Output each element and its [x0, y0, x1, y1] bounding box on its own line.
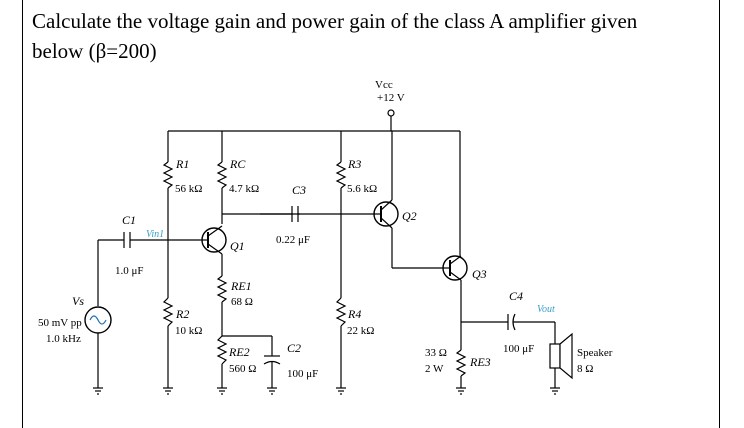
q3-label: Q3 — [472, 267, 487, 281]
capacitor-c4 — [507, 313, 556, 344]
rc-value: 4.7 kΩ — [229, 183, 259, 195]
vcc-label: Vcc — [375, 79, 393, 91]
rc-label: RC — [229, 157, 246, 171]
capacitor-c1 — [98, 232, 200, 248]
re3-label: RE3 — [469, 355, 491, 369]
r4-label: R4 — [347, 307, 361, 321]
r3-value: 5.6 kΩ — [347, 183, 377, 195]
c3-value: 0.22 μF — [276, 234, 310, 246]
voltage-source — [84, 240, 112, 388]
q1-label: Q1 — [230, 239, 245, 253]
ground-icon — [93, 387, 560, 395]
transistor-q3 — [442, 131, 468, 350]
question-line-1: Calculate the voltage gain and power gai… — [32, 9, 638, 33]
vin-label: Vin1 — [146, 229, 164, 240]
resistor-r2 — [162, 297, 174, 388]
resistor-rc — [216, 131, 228, 224]
c2-label: C2 — [287, 341, 301, 355]
vs-label: Vs — [72, 294, 84, 308]
vs-frequency: 1.0 kHz — [46, 333, 81, 345]
re3-value: 33 Ω — [425, 347, 447, 359]
question-text: Calculate the voltage gain and power gai… — [32, 6, 712, 66]
c1-label: C1 — [122, 213, 136, 227]
re2-value: 560 Ω — [229, 363, 256, 375]
question-line-2: below (β=200) — [32, 39, 157, 63]
transistor-q1 — [200, 225, 227, 255]
speaker-label: Speaker — [577, 347, 613, 359]
resistor-r3 — [335, 131, 347, 298]
re1-value: 68 Ω — [231, 296, 253, 308]
r1-value: 56 kΩ — [175, 183, 202, 195]
r2-value: 10 kΩ — [175, 325, 202, 337]
c2-value: 100 μF — [287, 368, 318, 380]
capacitor-c2 — [263, 336, 281, 388]
vcc-terminal — [387, 109, 395, 131]
speaker-icon — [549, 332, 573, 388]
re1-label: RE1 — [230, 279, 252, 293]
c1-value: 1.0 μF — [115, 265, 144, 277]
document-frame — [22, 0, 720, 428]
c4-value: 100 μF — [503, 343, 534, 355]
re2-label: RE2 — [228, 345, 250, 359]
q2-label: Q2 — [402, 209, 417, 223]
r4-value: 22 kΩ — [347, 325, 374, 337]
r3-label: R3 — [347, 157, 361, 171]
resistor-re1 — [216, 254, 228, 336]
c4-label: C4 — [509, 289, 523, 303]
resistor-r4 — [335, 297, 347, 388]
vs-amplitude: 50 mV pp — [38, 317, 82, 329]
transistor-q2 — [373, 131, 399, 268]
c3-label: C3 — [292, 183, 306, 197]
resistor-re3 — [455, 349, 467, 388]
vcc-value: +12 V — [377, 92, 405, 104]
capacitor-c3 — [260, 206, 341, 222]
r2-label: R2 — [175, 307, 189, 321]
resistor-re2 — [216, 335, 228, 388]
resistor-r1 — [162, 131, 174, 298]
vout-label: Vout — [537, 304, 555, 315]
re3-power: 2 W — [425, 363, 444, 375]
speaker-value: 8 Ω — [577, 363, 593, 375]
r1-label: R1 — [175, 157, 189, 171]
